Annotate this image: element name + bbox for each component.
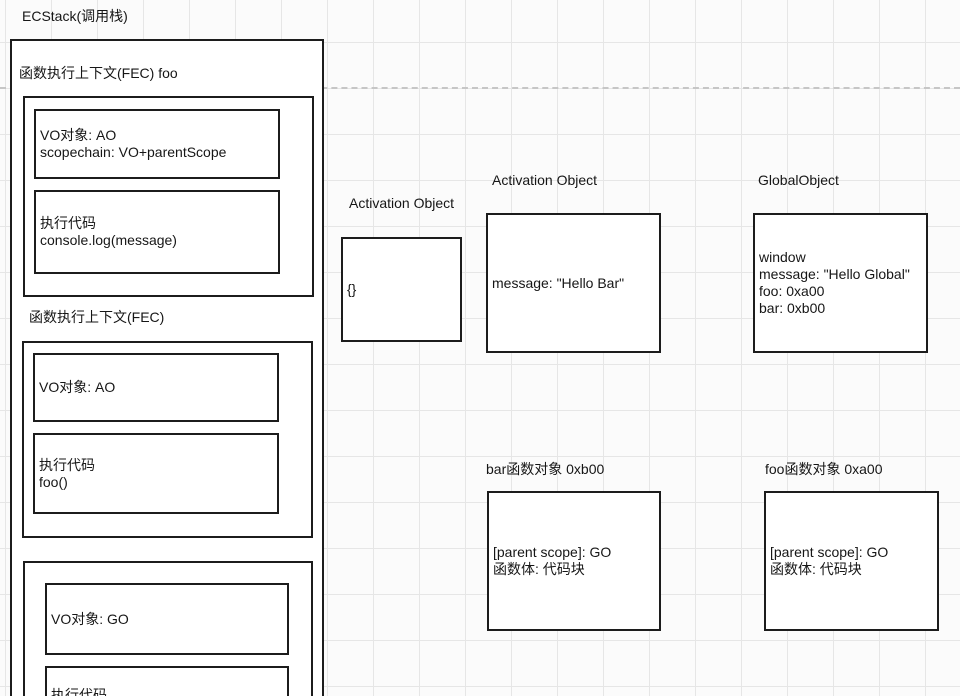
global-object-text: window message: "Hello Global" foo: 0xa0… [759,249,910,316]
frame-bar-code-text: 执行代码 foo() [39,456,95,490]
activation-object-foo-text: {} [347,281,357,297]
activation-object-bar-label: Activation Object [492,172,598,188]
foo-function-object-text: [parent scope]: GO 函数体: 代码块 [770,544,889,577]
bar-function-object-text: [parent scope]: GO 函数体: 代码块 [493,544,612,577]
frame-foo-code-box[interactable]: 执行代码 console.log(message) [34,190,280,274]
global-object-box[interactable]: window message: "Hello Global" foo: 0xa0… [753,213,928,353]
activation-object-bar-box[interactable]: message: "Hello Bar" [486,213,661,353]
frame-bar-vo-text: VO对象: AO [39,379,116,395]
activation-object-foo-box[interactable]: {} [341,237,462,342]
frame-bar-vo-box[interactable]: VO对象: AO [33,353,279,422]
bar-function-object-label: bar函数对象 0xb00 [486,461,605,477]
frame-bar-label: 函数执行上下文(FEC) [29,309,165,325]
frame-global-vo-text: VO对象: GO [51,610,129,627]
bar-function-object-box[interactable]: [parent scope]: GO 函数体: 代码块 [487,491,661,631]
activation-object-foo-label: Activation Object [349,195,455,211]
frame-global-code-text: 执行代码 [51,687,107,696]
frame-foo-vo-box[interactable]: VO对象: AO scopechain: VO+parentScope [34,109,280,179]
frame-foo-vo-text: VO对象: AO scopechain: VO+parentScope [40,127,227,160]
page-boundary-dashed-line [0,87,960,89]
frame-bar-code-box[interactable]: 执行代码 foo() [33,433,279,514]
foo-function-object-label: foo函数对象 0xa00 [765,461,883,477]
global-object-label: GlobalObject [758,172,839,188]
frame-foo-label: 函数执行上下文(FEC) foo [19,65,178,81]
foo-function-object-box[interactable]: [parent scope]: GO 函数体: 代码块 [764,491,939,631]
frame-foo-code-text: 执行代码 console.log(message) [40,215,177,248]
call-stack-title: ECStack(调用栈) [22,8,128,24]
frame-global-code-box[interactable]: 执行代码 [45,666,289,696]
frame-global-vo-box[interactable]: VO对象: GO [45,583,289,655]
activation-object-bar-text: message: "Hello Bar" [492,274,625,291]
